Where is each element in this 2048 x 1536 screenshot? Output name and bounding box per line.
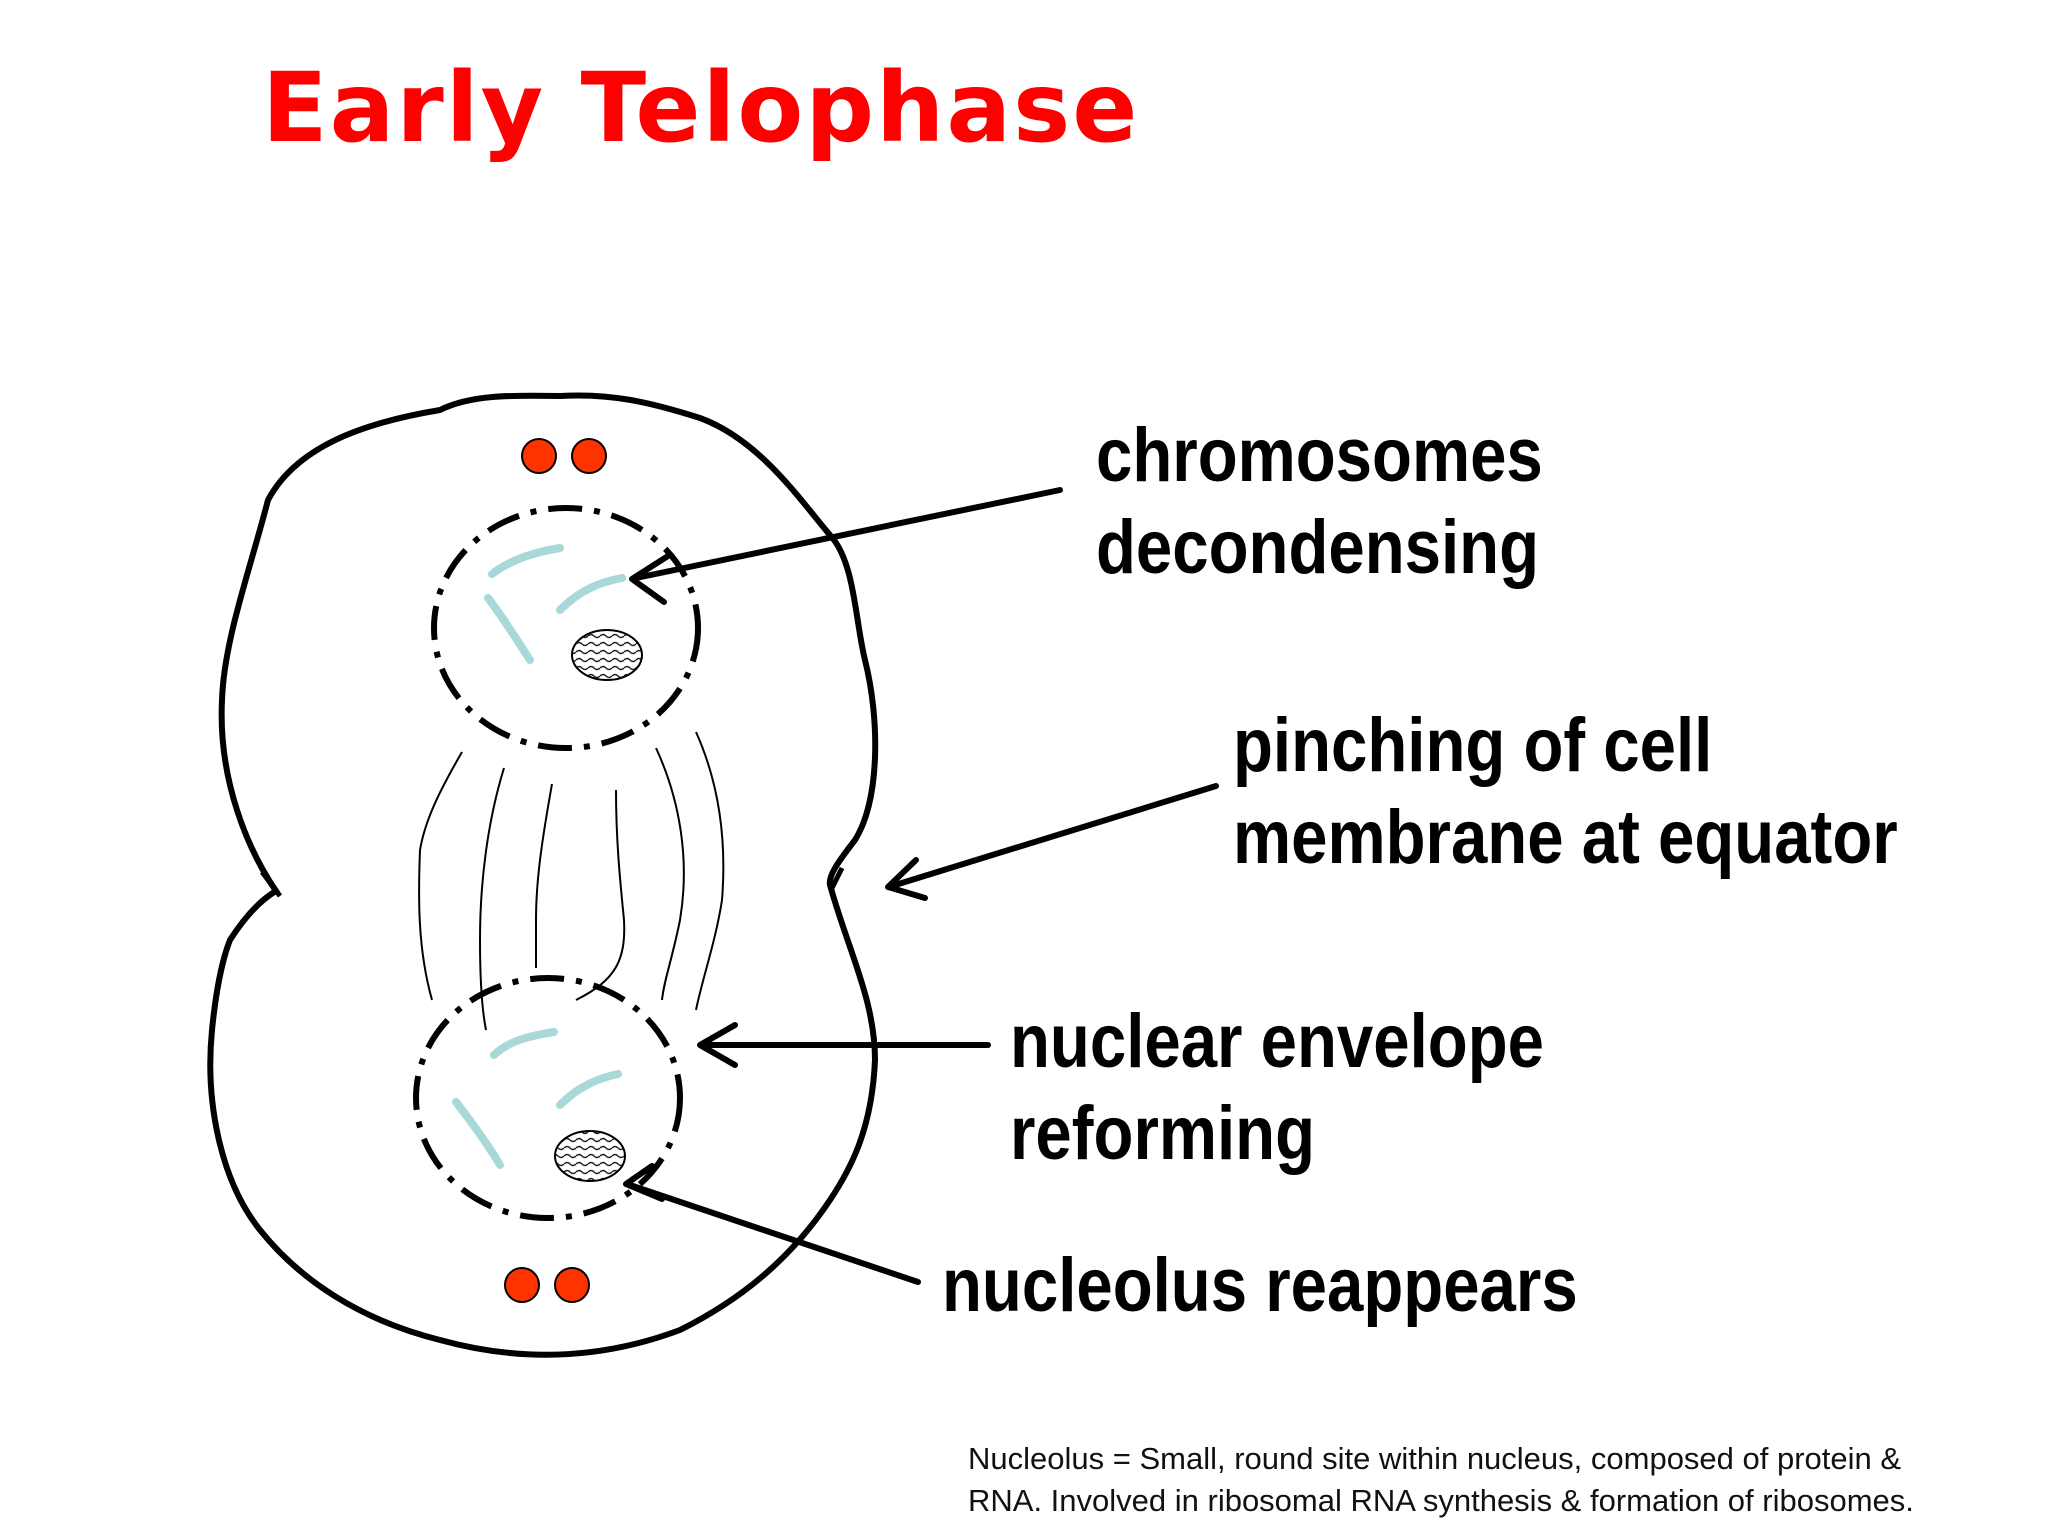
upper-centrioles	[521, 438, 607, 474]
spindle-fibers	[418, 731, 725, 1031]
label-line: chromosomes	[1096, 413, 1543, 498]
upper-nuclear-envelope	[431, 505, 701, 751]
lower-nuclear-envelope	[413, 975, 683, 1221]
footnote-line: Nucleolus = Small, round site within nuc…	[968, 1441, 1902, 1476]
label-line: nucleolus reappears	[942, 1243, 1578, 1328]
label-line: membrane at equator	[1233, 795, 1898, 880]
label-arrows	[623, 487, 1219, 1285]
label-nuclear-envelope-reforming: nuclear envelope reforming	[1010, 996, 1544, 1180]
upper-chromosomes	[484, 544, 626, 664]
label-line: decondensing	[1096, 505, 1540, 590]
cell-membrane	[207, 392, 879, 1358]
label-pinching-cell-membrane: pinching of cell membrane at equator	[1233, 700, 1898, 884]
upper-nucleolus	[571, 629, 643, 681]
footnote-line: RNA. Involved in ribosomal RNA synthesis…	[968, 1483, 1914, 1518]
label-line: nuclear envelope	[1010, 999, 1544, 1084]
lower-nucleolus	[554, 1130, 626, 1182]
label-nucleolus-reappears: nucleolus reappears	[942, 1240, 1578, 1332]
lower-chromosomes	[452, 1028, 622, 1169]
label-line: reforming	[1010, 1091, 1316, 1176]
footnote: Nucleolus = Small, round site within nuc…	[968, 1438, 1914, 1522]
label-chromosomes-decondensing: chromosomes decondensing	[1096, 410, 1543, 594]
label-line: pinching of cell	[1233, 703, 1713, 788]
pinch-left-tick	[260, 870, 282, 898]
lower-centrioles	[504, 1267, 590, 1303]
slide-title: Early Telophase	[262, 52, 1140, 164]
pinch-right-tick	[829, 866, 845, 890]
